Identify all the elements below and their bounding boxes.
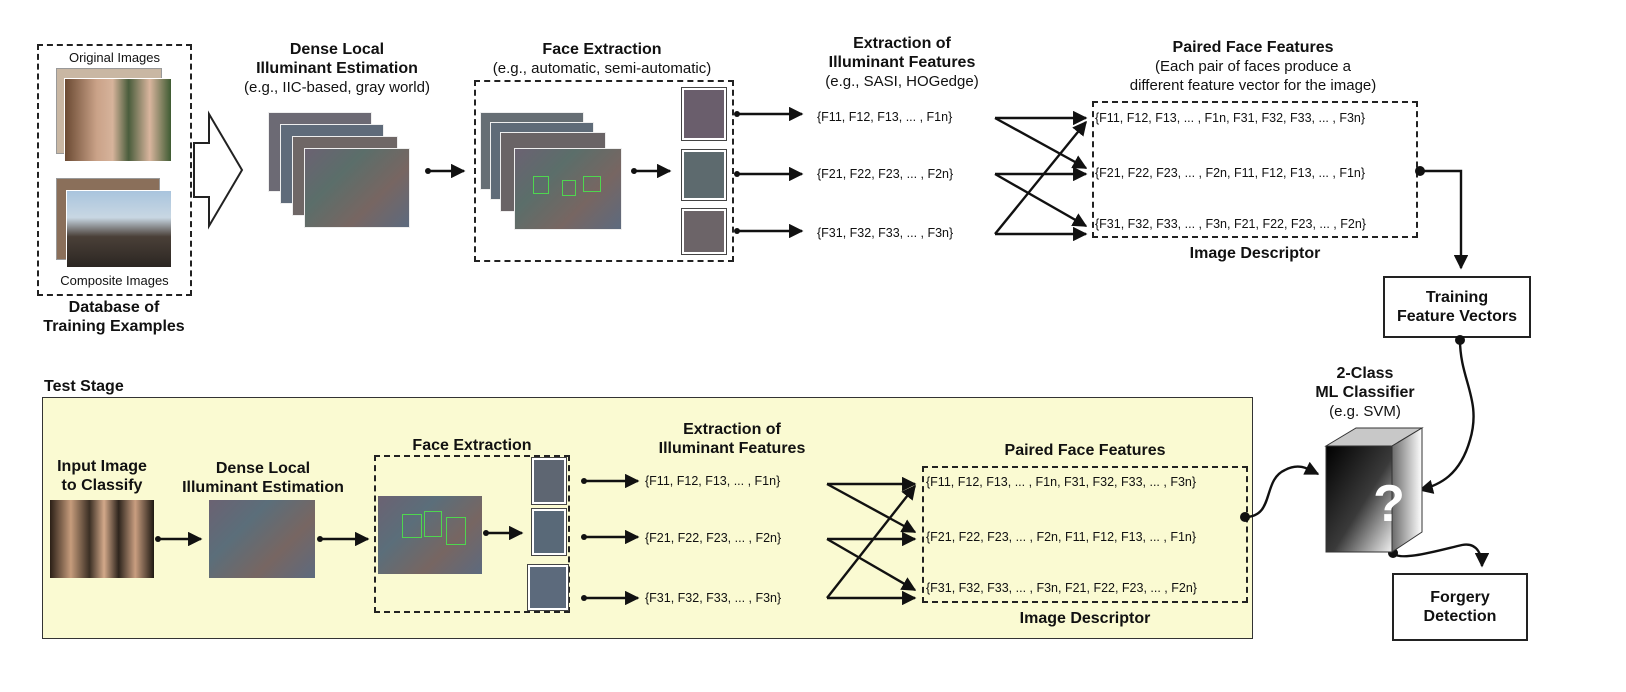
- classifier-title: 2-Class ML Classifier (e.g. SVM): [1290, 364, 1440, 421]
- face-box-2: [562, 180, 576, 196]
- test-feature-1: {F11, F12, F13, ... , F1n}: [645, 474, 781, 488]
- classifier-subtitle: (e.g. SVM): [1329, 403, 1401, 420]
- test-fe-box: [374, 455, 570, 613]
- training-pair-3: {F31, F32, F33, ... , F3n, F21, F22, F23…: [1095, 217, 1366, 231]
- database-hollow-arrow: [193, 110, 244, 230]
- original-photo: [64, 78, 172, 162]
- input-image-line1: Input Image: [57, 458, 147, 475]
- classifier-to-forgery: [1392, 543, 1490, 568]
- classifier-title-line2: ML Classifier: [1315, 384, 1415, 401]
- train-cross-2b: [994, 172, 1088, 228]
- tfv-line1: Training: [1425, 289, 1489, 306]
- training-pff-title: Paired Face Features (Each pair of faces…: [1088, 38, 1418, 95]
- database-label: Database of Training Examples: [30, 298, 198, 336]
- training-fe-box: [474, 80, 734, 262]
- face-crop-1: [682, 88, 726, 140]
- training-dle-title-line2: Illuminant Estimation: [256, 60, 418, 77]
- training-dle-title-line1: Dense Local: [289, 41, 385, 58]
- forgery-line1: Forgery: [1430, 589, 1490, 606]
- tfv-line2: Feature Vectors: [1396, 308, 1518, 325]
- training-fe-title-line1: Face Extraction: [542, 41, 662, 58]
- test-eif-title: Extraction of Illuminant Features: [632, 420, 832, 458]
- test-dle-title: Dense Local Illuminant Estimation: [170, 459, 356, 497]
- test-stage-label: Test Stage: [44, 378, 124, 395]
- test-pff-title: Paired Face Features: [1004, 442, 1166, 459]
- test-face-crop-1: [532, 458, 566, 504]
- forgery-detection-box: Forgery Detection: [1392, 573, 1528, 641]
- forgery-line2: Detection: [1423, 608, 1497, 625]
- database-label-line1: Database of: [68, 299, 160, 316]
- train-cross-3b: [994, 120, 1087, 235]
- training-pff-sub-line2: different feature vector for the image): [1129, 77, 1377, 94]
- test-descriptor-to-classifier: [1244, 461, 1320, 519]
- input-photo: [50, 500, 154, 578]
- dot-crop3: [734, 228, 740, 234]
- test-dle-line2: Illuminant Estimation: [182, 479, 344, 496]
- dot-dle-out: [425, 168, 431, 174]
- training-feature-3: {F31, F32, F33, ... , F3n}: [817, 226, 954, 240]
- test-fe-title: Face Extraction: [412, 437, 532, 454]
- training-pff-sub-line1: (Each pair of faces produce a: [1155, 58, 1351, 75]
- dle-map-4: [304, 148, 410, 228]
- dot-crop1: [734, 111, 740, 117]
- test-eif-line2: Illuminant Features: [658, 440, 806, 457]
- test-dle-line1: Dense Local: [215, 460, 311, 477]
- training-eif-subtitle: (e.g., SASI, HOGedge): [825, 73, 979, 90]
- dot-crop2: [734, 171, 740, 177]
- face-crop-3: [682, 209, 726, 254]
- training-eif-title: Extraction of Illuminant Features (e.g.,…: [790, 34, 1014, 91]
- training-feature-1: {F11, F12, F13, ... , F1n}: [817, 110, 953, 124]
- training-pair-1: {F11, F12, F13, ... , F1n, F31, F32, F33…: [1095, 111, 1366, 125]
- dot-classifier-out: [1388, 548, 1398, 558]
- training-image-descriptor: Image Descriptor: [1189, 245, 1321, 262]
- training-eif-title-line2: Illuminant Features: [828, 54, 976, 71]
- training-feature-vectors-box: Training Feature Vectors: [1383, 276, 1531, 338]
- input-image-line2: to Classify: [61, 477, 143, 494]
- training-eif-title-line1: Extraction of: [853, 35, 951, 52]
- classifier-title-line1: 2-Class: [1336, 365, 1394, 382]
- training-pff-title-line1: Paired Face Features: [1172, 39, 1334, 56]
- classifier-question-mark: ?: [1373, 475, 1405, 533]
- face-box-1: [533, 176, 549, 194]
- training-pair-2: {F21, F22, F23, ... , F2n, F11, F12, F13…: [1095, 166, 1366, 180]
- test-face-box-2: [424, 511, 442, 537]
- training-fe-title: Face Extraction (e.g., automatic, semi-a…: [466, 40, 738, 78]
- original-images-label: Original Images: [68, 50, 161, 65]
- test-feature-3: {F31, F32, F33, ... , F3n}: [645, 591, 782, 605]
- test-face-box-1: [402, 514, 422, 538]
- test-face-box-3: [446, 517, 466, 545]
- training-dle-title: Dense Local Illuminant Estimation (e.g.,…: [222, 40, 452, 97]
- descriptor-to-tfv: [1420, 169, 1469, 270]
- test-face-crop-2: [532, 509, 566, 555]
- composite-photo: [66, 190, 172, 268]
- training-database-box: [37, 44, 192, 296]
- test-descriptor-box: [922, 466, 1248, 603]
- test-pair-3: {F31, F32, F33, ... , F3n, F21, F22, F23…: [926, 581, 1197, 595]
- training-fe-subtitle: (e.g., automatic, semi-automatic): [492, 60, 712, 77]
- test-dle-map: [209, 500, 315, 578]
- training-feature-2: {F21, F22, F23, ... , F2n}: [817, 167, 954, 181]
- database-label-line2: Training Examples: [43, 318, 185, 335]
- test-pair-2: {F21, F22, F23, ... , F2n, F11, F12, F13…: [926, 530, 1197, 544]
- test-pair-1: {F11, F12, F13, ... , F1n, F31, F32, F33…: [926, 475, 1197, 489]
- test-eif-line1: Extraction of: [683, 421, 781, 438]
- train-cross-1b: [994, 116, 1088, 170]
- face-box-3: [583, 176, 601, 192]
- test-feature-2: {F21, F22, F23, ... , F2n}: [645, 531, 782, 545]
- test-image-descriptor: Image Descriptor: [1019, 610, 1151, 627]
- input-image-label: Input Image to Classify: [44, 457, 160, 495]
- face-crop-2: [682, 150, 726, 200]
- training-dle-subtitle: (e.g., IIC-based, gray world): [244, 79, 430, 96]
- composite-images-label: Composite Images: [60, 273, 169, 288]
- test-fe-map: [378, 496, 482, 574]
- fe-map-4: [514, 148, 622, 230]
- test-face-crop-3: [528, 565, 568, 610]
